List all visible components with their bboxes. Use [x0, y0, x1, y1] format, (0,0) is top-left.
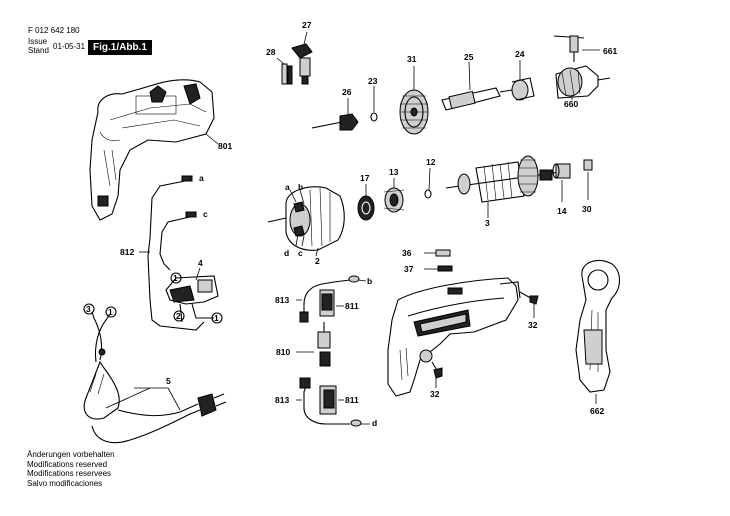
- callout-31: 31: [407, 54, 417, 64]
- callout-2: 2: [315, 256, 320, 266]
- footer-line-en: Modifications reserved: [27, 459, 108, 469]
- callout-37: 37: [404, 264, 414, 274]
- callout-810: 810: [276, 347, 290, 357]
- bearing-17: [357, 195, 375, 221]
- leaders-b-d: [357, 279, 370, 425]
- drill-housing: [387, 277, 521, 397]
- callout-30: 30: [582, 204, 592, 214]
- stand-label: Stand: [28, 46, 49, 55]
- leader-801: [205, 133, 219, 145]
- wire-harness-812: [147, 175, 205, 331]
- document-number: F 012 642 180: [28, 26, 80, 35]
- leader-12: [428, 167, 431, 191]
- washer-12: [424, 189, 432, 199]
- figure-label: Fig.1/Abb.1: [88, 40, 152, 55]
- callout-813-upper: 813: [275, 295, 289, 305]
- callout-23: 23: [368, 76, 378, 86]
- callout-32-upper: 32: [528, 320, 538, 330]
- leader-5: [105, 387, 181, 411]
- field-coil-2: [267, 186, 345, 251]
- armature-3: [445, 155, 561, 203]
- footer-line-fr: Modifications reservees: [27, 469, 112, 478]
- cap-30: [583, 159, 593, 171]
- gear-31: [399, 89, 429, 135]
- callout-circle-1b: 1: [214, 313, 219, 323]
- leader-2-letters: [289, 189, 319, 257]
- callout-28: 28: [266, 47, 276, 57]
- callout-661: 661: [603, 46, 617, 56]
- brush-assembly-lower: [299, 377, 362, 427]
- callout-662: 662: [590, 406, 604, 416]
- callout-811-lower: 811: [345, 395, 359, 405]
- callout-c-field: c: [298, 248, 303, 258]
- issue-date: 01-05-31: [53, 42, 86, 51]
- selector-knob-27: [291, 43, 313, 85]
- callout-labels: 27 28 26 23 31 25 24 661 660 801 a c 812…: [86, 20, 617, 428]
- brush-assembly-upper: [299, 275, 360, 323]
- callout-17: 17: [360, 173, 370, 183]
- leader-28: [276, 57, 285, 65]
- callout-circle-3: 3: [86, 304, 91, 314]
- mains-cable-5: [83, 311, 227, 444]
- callout-811-upper: 811: [345, 301, 359, 311]
- callout-32-lower: 32: [430, 389, 440, 399]
- callout-c-left: c: [203, 209, 208, 219]
- callout-5: 5: [166, 376, 171, 386]
- washer-23: [370, 112, 378, 122]
- callout-27: 27: [302, 20, 312, 30]
- callout-12: 12: [426, 157, 436, 167]
- footer-notice: Änderungen vorbehalten Modifications res…: [27, 450, 115, 488]
- callout-36: 36: [402, 248, 412, 258]
- nut-26: [311, 113, 359, 131]
- ring-13: [383, 187, 405, 213]
- latch-37: [437, 265, 453, 272]
- leader-4: [195, 267, 201, 281]
- callout-813-lower: 813: [275, 395, 289, 405]
- callout-14: 14: [557, 206, 567, 216]
- leader-27: [303, 31, 308, 45]
- switch-4: [165, 275, 219, 323]
- callout-a-left: a: [199, 173, 204, 183]
- callout-d-brush: d: [372, 418, 377, 428]
- button-36: [435, 249, 451, 257]
- callout-812: 812: [120, 247, 134, 257]
- auxiliary-handle-662: [575, 259, 621, 393]
- callout-13: 13: [389, 167, 399, 177]
- housing-half-801: [89, 79, 215, 221]
- callout-b-field: b: [298, 182, 303, 192]
- callout-660: 660: [564, 99, 578, 109]
- screw-32-lower: [431, 361, 443, 379]
- callout-b-brush: b: [367, 276, 372, 286]
- footer-line-de: Änderungen vorbehalten: [27, 450, 115, 459]
- brush-810: [317, 322, 331, 367]
- callout-a-field: a: [285, 182, 290, 192]
- leader-25: [468, 61, 471, 91]
- chuck-key-661: [553, 35, 585, 62]
- screw-32-upper: [519, 291, 539, 305]
- leaders-brushes: [296, 299, 344, 401]
- callout-25: 25: [464, 52, 474, 62]
- callout-3: 3: [485, 218, 490, 228]
- callout-801: 801: [218, 141, 232, 151]
- callout-4: 4: [198, 258, 203, 268]
- callout-circle-1a: 1: [173, 273, 178, 283]
- callout-26: 26: [342, 87, 352, 97]
- callout-circle-1c: 1: [108, 307, 113, 317]
- callout-circle-2: 2: [176, 311, 181, 321]
- issue-label: Issue: [28, 37, 48, 46]
- bearing-14: [552, 163, 571, 179]
- spring-28: [281, 63, 293, 85]
- footer-line-es: Salvo modificaciones: [27, 478, 103, 488]
- circled-markers: [83, 272, 223, 324]
- callout-24: 24: [515, 49, 525, 59]
- chuck-660: [555, 65, 611, 99]
- spindle-25: [441, 87, 513, 111]
- collar-24: [511, 77, 535, 101]
- callout-d-field: d: [284, 248, 289, 258]
